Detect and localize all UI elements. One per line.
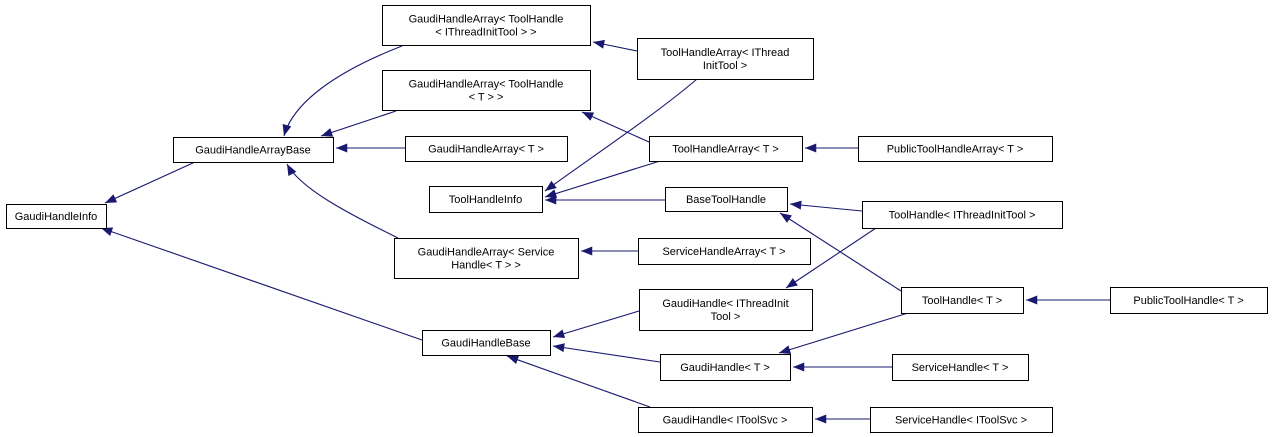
edge-toolhandle-ithreadinittool--to--basetoolhandle [789,200,863,212]
node-gaudihandleinfo[interactable]: GaudiHandleInfo [6,204,107,229]
node-toolhandle-ithreadinittool[interactable]: ToolHandle< IThreadInitTool > [862,201,1063,229]
node-toolhandle-t[interactable]: ToolHandle< T > [901,287,1024,314]
node-basetoolhandle[interactable]: BaseToolHandle [665,187,788,212]
node-toolhandlearray-ithreadinittool[interactable]: ToolHandleArray< IThreadInitTool > [637,38,814,80]
node-gaudihandlearray-t[interactable]: GaudiHandleArray< T > [405,136,568,162]
node-servicehandle-itoolsvc-box[interactable] [870,407,1053,433]
edge-toolhandle-ithreadinittool--to--gaudihandle-ithreadinittool [785,227,877,289]
node-publictoolhandle-t-label: PublicToolHandle< T > [1133,295,1243,307]
edge-gaudihandle-itoolsvc--to--gaudihandlebase [506,355,651,408]
edge-gaudihandlearray-toolhandle-t--to--gaudihandlearraybase [320,110,397,137]
node-gaudihandlearray-toolhandle-ithreadinittool-label: < IThreadInitTool > > [435,27,536,39]
edge-toolhandlearray-ithreadinittool--to--gaudihandlearray-toolhandle-ithreadinittool [592,39,638,52]
node-gaudihandle-ithreadinittool-label: Tool > [711,311,741,323]
node-gaudihandlearray-t-box[interactable] [405,136,568,162]
node-gaudihandle-ithreadinittool-label: GaudiHandle< IThreadInit [662,298,788,310]
edge-toolhandlearray-t--to--toolhandleinfo [544,160,661,198]
edge-toolhandlearray-t--to--gaudihandlearray-toolhandle-t [581,111,650,143]
edge-toolhandle-t--to--gaudihandle-t [778,312,909,354]
node-servicehandle-itoolsvc-label: ServiceHandle< IToolSvc > [895,415,1027,427]
node-basetoolhandle-box[interactable] [665,187,788,212]
node-gaudihandle-t-label: GaudiHandle< T > [680,362,770,374]
node-gaudihandle-itoolsvc[interactable]: GaudiHandle< IToolSvc > [638,407,813,433]
node-gaudihandle-itoolsvc-label: GaudiHandle< IToolSvc > [663,415,788,427]
node-gaudihandlearray-toolhandle-ithreadinittool-label: GaudiHandleArray< ToolHandle [409,14,564,26]
node-gaudihandlearraybase-box[interactable] [173,137,334,163]
edge-gaudihandlebase--to--gaudihandleinfo [100,227,423,341]
node-toolhandlearray-ithreadinittool-label: InitTool > [703,60,747,72]
node-servicehandle-itoolsvc[interactable]: ServiceHandle< IToolSvc > [870,407,1053,433]
node-publictoolhandlearray-t[interactable]: PublicToolHandleArray< T > [858,136,1053,162]
node-gaudihandlebase[interactable]: GaudiHandleBase [422,330,551,356]
node-gaudihandlearray-t-label: GaudiHandleArray< T > [428,144,544,156]
node-servicehandle-t-box[interactable] [892,354,1029,381]
node-gaudihandlearray-toolhandle-t[interactable]: GaudiHandleArray< ToolHandle< T > > [382,70,591,111]
node-gaudihandle-itoolsvc-box[interactable] [638,407,813,433]
node-servicehandle-t-label: ServiceHandle< T > [912,362,1009,374]
node-toolhandle-ithreadinittool-box[interactable] [862,201,1063,229]
node-gaudihandle-t-box[interactable] [660,354,791,381]
node-toolhandleinfo-box[interactable] [429,186,543,213]
edge-toolhandlearray-ithreadinittool--to--toolhandleinfo [544,78,698,192]
edge-gaudihandlearray-toolhandle-ithreadinittool--to--gaudihandlearraybase [282,45,403,137]
node-servicehandlearray-t-box[interactable] [638,238,811,265]
edge-gaudihandle-t--to--gaudihandlebase [552,343,661,363]
node-gaudihandlearray-toolhandle-ithreadinittool[interactable]: GaudiHandleArray< ToolHandle< IThreadIni… [382,5,591,46]
node-toolhandle-ithreadinittool-label: ToolHandle< IThreadInitTool > [889,210,1036,222]
node-toolhandleinfo-label: ToolHandleInfo [449,194,522,206]
node-gaudihandlearray-toolhandle-t-label: < T > > [469,92,504,104]
node-gaudihandleinfo-label: GaudiHandleInfo [15,211,98,223]
node-publictoolhandlearray-t-box[interactable] [858,136,1053,162]
node-toolhandlearray-t-box[interactable] [649,136,803,162]
node-basetoolhandle-label: BaseToolHandle [686,194,766,206]
node-toolhandlearray-ithreadinittool-label: ToolHandleArray< IThread [661,47,790,59]
node-gaudihandlearray-toolhandle-ithreadinittool-box[interactable] [382,5,591,46]
node-gaudihandlearraybase-label: GaudiHandleArrayBase [195,145,311,157]
node-toolhandle-t-label: ToolHandle< T > [922,295,1002,307]
node-servicehandlearray-t-label: ServiceHandleArray< T > [662,246,785,258]
node-gaudihandlearray-toolhandle-t-box[interactable] [382,70,591,111]
node-publictoolhandle-t-box[interactable] [1110,287,1268,314]
node-servicehandle-t[interactable]: ServiceHandle< T > [892,354,1029,381]
node-gaudihandlearray-servicehandle-t-label: Handle< T > > [451,260,521,272]
node-toolhandle-t-box[interactable] [901,287,1024,314]
node-gaudihandle-ithreadinittool[interactable]: GaudiHandle< IThreadInitTool > [639,289,813,331]
node-gaudihandleinfo-box[interactable] [6,204,107,229]
node-publictoolhandle-t[interactable]: PublicToolHandle< T > [1110,287,1268,314]
node-toolhandlearray-ithreadinittool-box[interactable] [637,38,814,80]
edge-gaudihandlearray-servicehandle-t--to--gaudihandlearraybase [286,163,399,239]
edge-gaudihandle-ithreadinittool--to--gaudihandlebase [552,310,640,339]
node-gaudihandlearraybase[interactable]: GaudiHandleArrayBase [173,137,334,163]
node-gaudihandlearray-toolhandle-t-label: GaudiHandleArray< ToolHandle [409,79,564,91]
node-gaudihandle-ithreadinittool-box[interactable] [639,289,813,331]
node-toolhandleinfo[interactable]: ToolHandleInfo [429,186,543,213]
node-servicehandlearray-t[interactable]: ServiceHandleArray< T > [638,238,811,265]
node-gaudihandle-t[interactable]: GaudiHandle< T > [660,354,791,381]
node-gaudihandlebase-box[interactable] [422,330,551,356]
node-gaudihandlearray-servicehandle-t-label: GaudiHandleArray< Service [418,247,555,259]
node-toolhandlearray-t-label: ToolHandleArray< T > [672,144,779,156]
node-gaudihandlearray-servicehandle-t-box[interactable] [394,238,579,279]
node-gaudihandlearray-servicehandle-t[interactable]: GaudiHandleArray< ServiceHandle< T > > [394,238,579,279]
node-gaudihandlebase-label: GaudiHandleBase [441,338,530,350]
node-publictoolhandlearray-t-label: PublicToolHandleArray< T > [887,144,1024,156]
node-toolhandlearray-t[interactable]: ToolHandleArray< T > [649,136,803,162]
edge-gaudihandlearraybase--to--gaudihandleinfo [104,161,196,204]
